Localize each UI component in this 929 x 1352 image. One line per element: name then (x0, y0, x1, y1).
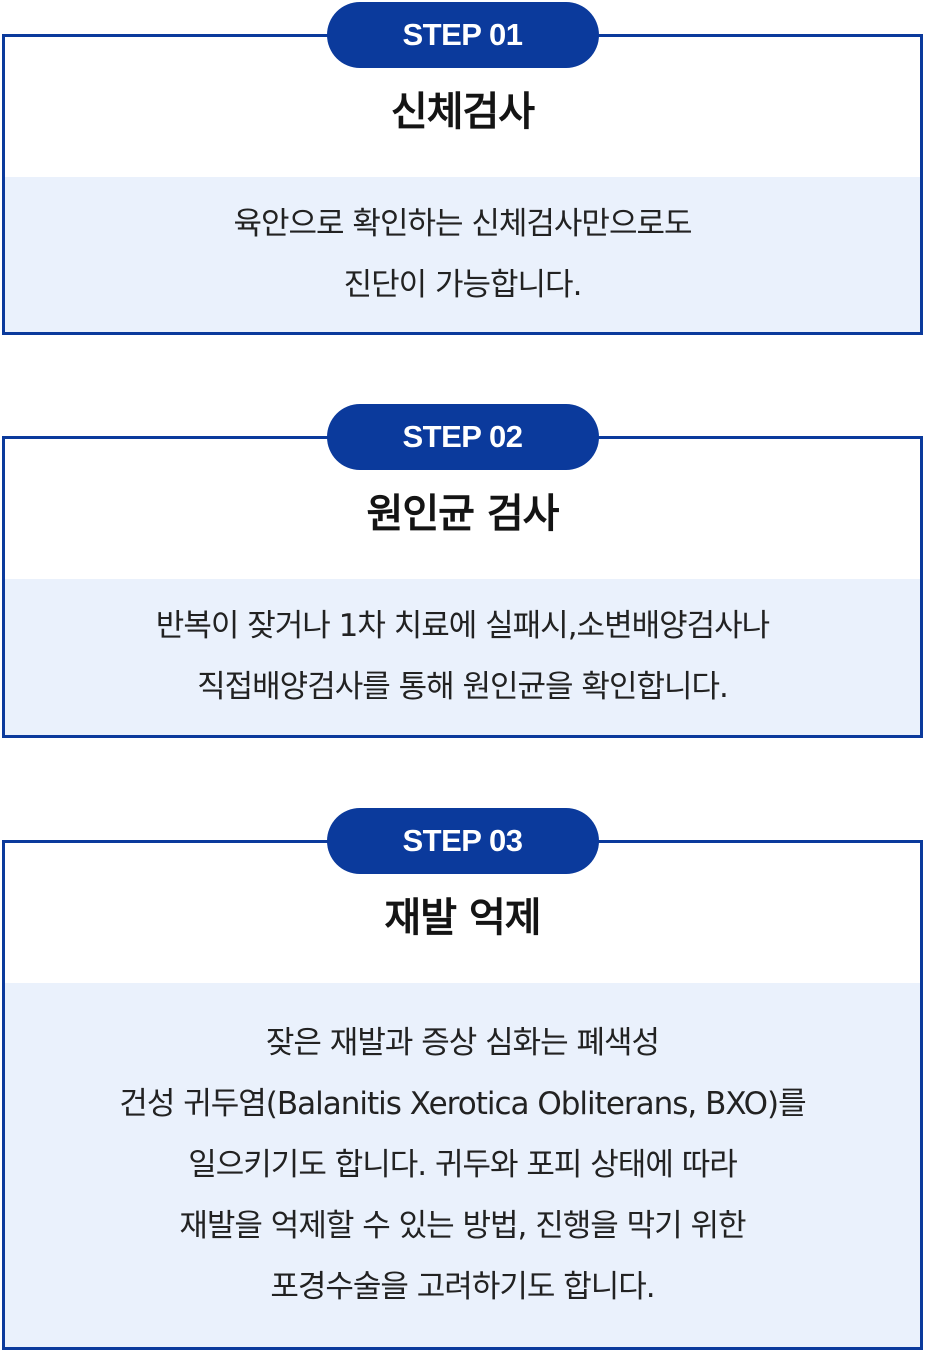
step-badge: STEP 03 (326, 808, 599, 874)
description-line: 진단이 가능합니다. (343, 266, 583, 303)
step-card-1: STEP 01 신체검사 육안으로 확인하는 신체검사만으로도 진단이 가능합니… (2, 2, 923, 335)
description-line: 일으키기도 합니다. 귀두와 포피 상태에 따라 (188, 1146, 737, 1183)
step-card-2: STEP 02 원인균 검사 반복이 잦거나 1차 치료에 실패시,소변배양검사… (2, 404, 923, 738)
description-line: 직접배양검사를 통해 원인균을 확인합니다. (197, 669, 729, 705)
description-line: 포경수술을 고려하기도 합니다. (270, 1268, 655, 1305)
step-description: 육안으로 확인하는 신체검사만으로도 진단이 가능합니다. (5, 177, 920, 332)
step-title: 신체검사 (390, 89, 535, 135)
description-line: 잦은 재발과 증상 심화는 폐색성 (265, 1024, 660, 1061)
description-line: 건성 귀두염(Balanitis Xerotica Obliterans, BX… (119, 1085, 806, 1122)
step-badge: STEP 01 (326, 2, 599, 68)
step-card-3: STEP 03 재발 억제 잦은 재발과 증상 심화는 폐색성 건성 귀두염(B… (2, 808, 923, 1350)
description-line: 반복이 잦거나 1차 치료에 실패시,소변배양검사나 (155, 608, 770, 644)
step-description: 잦은 재발과 증상 심화는 폐색성 건성 귀두염(Balanitis Xerot… (5, 983, 920, 1347)
step-description: 반복이 잦거나 1차 치료에 실패시,소변배양검사나 직접배양검사를 통해 원인… (5, 579, 920, 735)
step-badge: STEP 02 (326, 404, 599, 470)
step-title: 재발 억제 (384, 895, 541, 941)
description-line: 재발을 억제할 수 있는 방법, 진행을 막기 위한 (179, 1207, 746, 1244)
description-line: 육안으로 확인하는 신체검사만으로도 (233, 205, 692, 242)
step-title: 원인균 검사 (366, 491, 560, 537)
